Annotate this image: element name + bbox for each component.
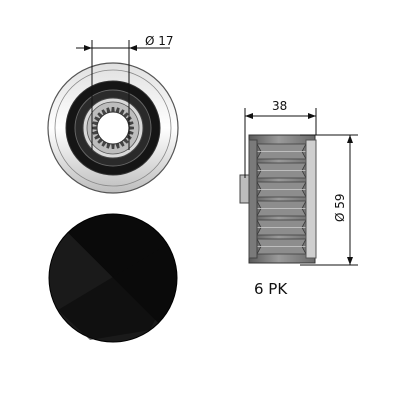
spline-tooth <box>115 107 120 114</box>
spline-tooth <box>128 126 134 130</box>
pulley-front-view <box>47 62 179 194</box>
profile-label: 6 PK <box>254 280 288 298</box>
pulley-side-view <box>239 134 317 264</box>
width-dimension: 38 <box>244 99 317 178</box>
spline-tooth <box>106 107 111 114</box>
pk-grooves <box>256 143 307 255</box>
bore-diameter-label: Ø 17 <box>145 34 174 48</box>
protective-cap <box>48 213 178 343</box>
bore-diameter-dimension: Ø 17 <box>76 34 174 150</box>
spline-tooth <box>92 121 99 126</box>
spline-tooth <box>115 142 120 149</box>
width-label: 38 <box>272 99 287 113</box>
outer-diameter-dimension: Ø 59 <box>300 134 358 266</box>
spline-tooth <box>92 126 98 130</box>
spline-tooth <box>106 142 111 149</box>
spline-tooth <box>111 107 115 113</box>
spline-tooth <box>92 130 99 135</box>
outer-diameter-label: Ø 59 <box>333 193 347 222</box>
spline-tooth <box>111 143 115 149</box>
